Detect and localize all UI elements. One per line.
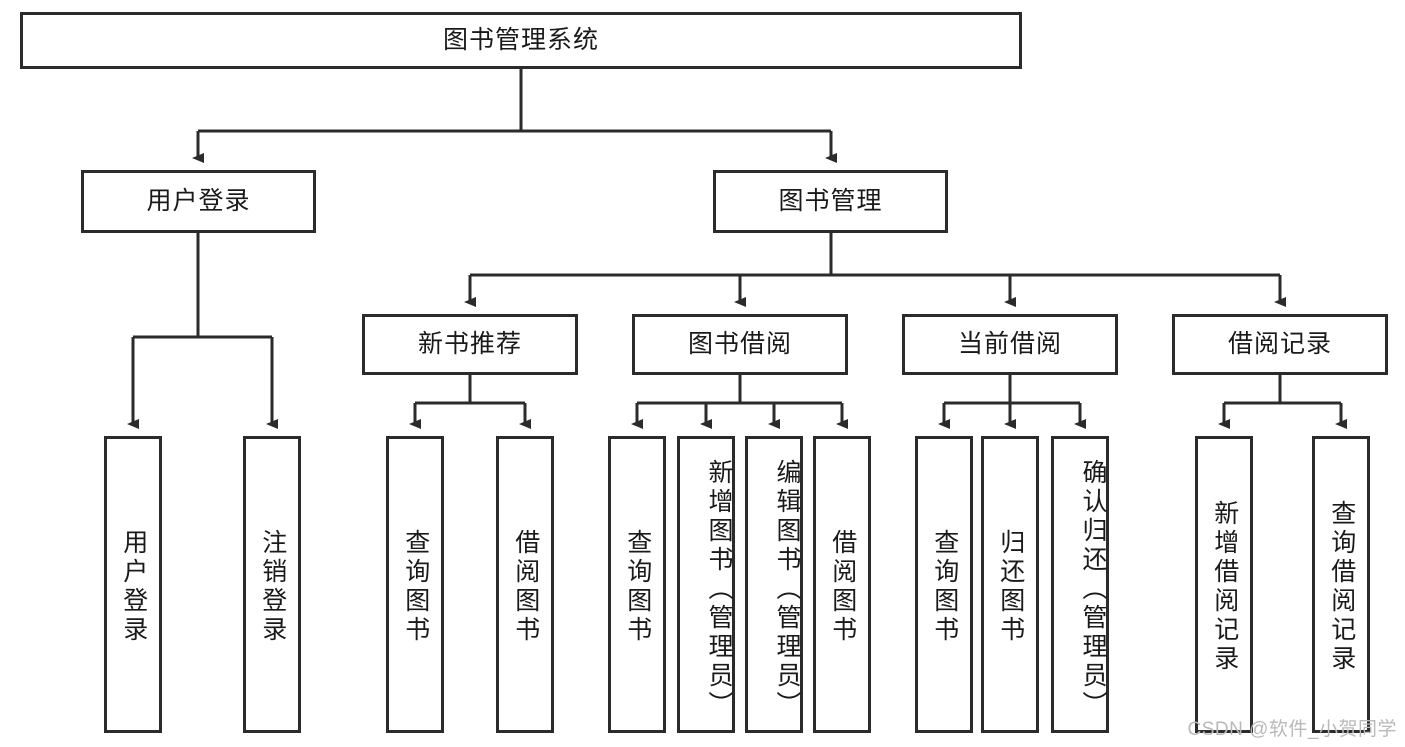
node-label: 用户登录 [146, 186, 251, 215]
node-new-book-recommendation[interactable]: 新书推荐 [362, 314, 578, 375]
leaf-user-login-logout[interactable]: 注销登录 [243, 436, 301, 733]
leaf-current-borrow-query-book[interactable]: 查询图书 [915, 436, 973, 733]
leaf-current-borrow-confirm-return-admin[interactable]: 确认归还（管理员） [1051, 436, 1109, 733]
node-label: 借阅图书 [511, 528, 540, 645]
leaf-user-login-login[interactable]: 用户登录 [104, 436, 162, 733]
leaf-borrow-record-query-record[interactable]: 查询借阅记录 [1312, 436, 1370, 733]
node-label: 查询借阅记录 [1327, 499, 1356, 674]
node-label: 图书管理 [778, 186, 883, 215]
node-current-borrowing[interactable]: 当前借阅 [902, 314, 1118, 375]
node-label: 编辑图书（管理员） [773, 459, 801, 720]
node-label: 当前借阅 [957, 329, 1062, 358]
leaf-current-borrow-return-book[interactable]: 归还图书 [981, 436, 1039, 733]
node-label: 查询图书 [401, 528, 430, 645]
node-label: 新增图书（管理员） [705, 459, 733, 720]
node-label: 借阅记录 [1227, 329, 1332, 358]
node-label: 图书管理系统 [442, 25, 599, 54]
node-root-book-management-system[interactable]: 图书管理系统 [20, 12, 1022, 69]
node-label: 借阅图书 [828, 528, 857, 645]
node-label: 新增借阅记录 [1210, 499, 1239, 674]
node-borrow-records[interactable]: 借阅记录 [1172, 314, 1388, 375]
leaf-book-borrow-query-book[interactable]: 查询图书 [608, 436, 666, 733]
leaf-new-book-borrow-book[interactable]: 借阅图书 [496, 436, 554, 733]
node-user-login[interactable]: 用户登录 [81, 170, 316, 233]
node-label: 归还图书 [996, 528, 1025, 645]
node-book-borrowing[interactable]: 图书借阅 [632, 314, 848, 375]
leaf-book-borrow-edit-book-admin[interactable]: 编辑图书（管理员） [745, 436, 803, 733]
leaf-book-borrow-borrow-book[interactable]: 借阅图书 [813, 436, 871, 733]
leaf-book-borrow-add-book-admin[interactable]: 新增图书（管理员） [677, 436, 735, 733]
leaf-new-book-query-book[interactable]: 查询图书 [386, 436, 444, 733]
node-label: 查询图书 [623, 528, 652, 645]
node-label: 新书推荐 [417, 329, 522, 358]
node-label: 注销登录 [258, 528, 287, 645]
leaf-borrow-record-add-record[interactable]: 新增借阅记录 [1195, 436, 1253, 733]
node-label: 确认归还（管理员） [1079, 459, 1107, 720]
node-label: 用户登录 [119, 528, 148, 645]
node-book-management[interactable]: 图书管理 [713, 170, 948, 233]
node-label: 查询图书 [930, 528, 959, 645]
node-label: 图书借阅 [687, 329, 792, 358]
